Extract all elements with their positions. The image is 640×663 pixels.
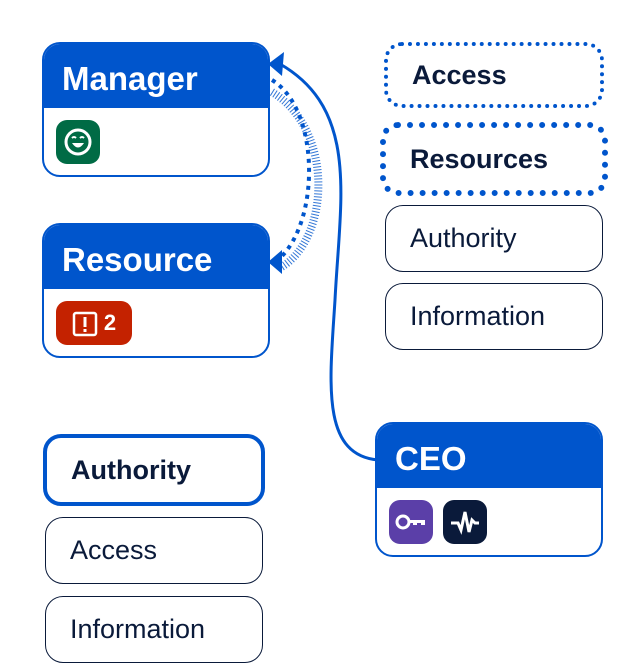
smile-icon (56, 120, 100, 164)
node-title: Resource (44, 225, 268, 289)
arrowhead-resource (268, 250, 282, 274)
pill-label: Authority (71, 454, 191, 485)
pill-access-left[interactable]: Access (45, 517, 263, 584)
node-title: Manager (44, 44, 268, 108)
pill-label: Information (410, 301, 546, 331)
pill-label: Access (412, 59, 507, 90)
edge-manager-resource-dotted (270, 78, 312, 260)
edge-ceo-manager (279, 62, 379, 462)
node-manager[interactable]: Manager (42, 42, 270, 177)
clipboard-alert-icon (72, 311, 98, 337)
pill-label: Authority (410, 223, 517, 253)
node-resource[interactable]: Resource 2 (42, 223, 270, 358)
pill-authority[interactable]: Authority (385, 205, 603, 272)
node-title: CEO (377, 424, 601, 488)
pill-label: Information (70, 614, 206, 644)
pill-access[interactable]: Access (384, 42, 604, 108)
pill-information-left[interactable]: Information (45, 596, 263, 663)
activity-icon (443, 500, 487, 544)
node-ceo[interactable]: CEO (375, 422, 603, 557)
badge-count: 2 (103, 310, 117, 335)
edges (268, 52, 379, 462)
alert-badge: 2 (56, 301, 132, 345)
pill-authority-selected[interactable]: Authority (43, 434, 265, 506)
pill-resources[interactable]: Resources (380, 122, 608, 196)
key-icon (389, 500, 433, 544)
pill-label: Access (70, 535, 158, 565)
edge-manager-resource-hatched (269, 88, 323, 272)
pill-information[interactable]: Information (385, 283, 603, 350)
pill-label: Resources (410, 143, 549, 174)
arrowhead-manager (268, 52, 284, 76)
